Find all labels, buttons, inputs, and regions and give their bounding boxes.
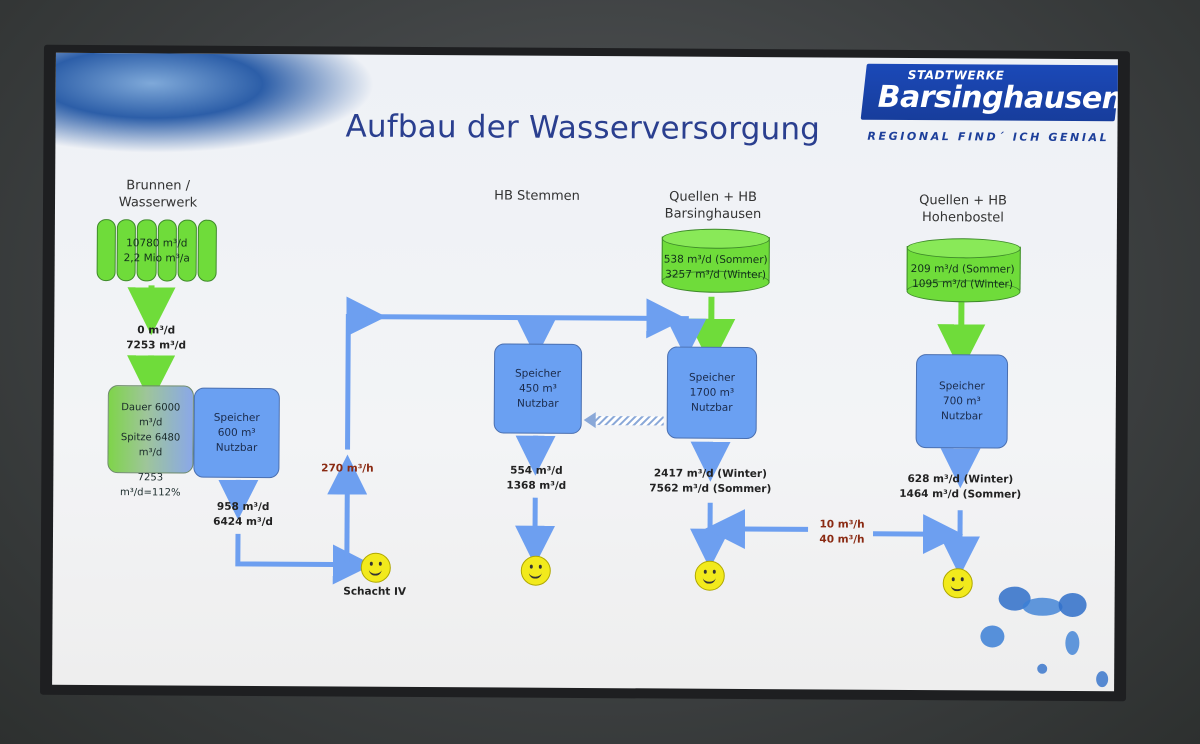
speicher-hohenbostel-line3: Nutzbar <box>940 409 983 422</box>
speicher-wasserwerk-outflow2: 6424 m³/d <box>213 515 274 529</box>
speicher-barsinghausen-line2: 1700 m³ <box>689 386 735 399</box>
barsinghausen-label-line2: Barsinghausen <box>664 206 762 223</box>
brunnen-outflow2: 7253 m³/d <box>126 339 187 352</box>
speicher-wasserwerk-line3: Nutzbar <box>215 441 258 454</box>
brunnen-outflow1: 0 m³/d <box>137 324 176 337</box>
barsinghausen-outflow2: 7562 m³/d (Sommer) <box>649 482 772 496</box>
tv-monitor: Aufbau der Wasserversorgung STADTWERKE B… <box>40 44 1130 702</box>
stemmen-outflow: 554 m³/d 1368 m³/d <box>493 463 579 494</box>
speicher-stemmen-line3: Nutzbar <box>516 397 559 410</box>
hohenbostel-outflow: 628 m³/d (Winter) 1464 m³/d (Sommer) <box>895 472 1025 503</box>
capacity-load: 7253 m³/d=112% <box>120 472 181 499</box>
stemmen-outflow1: 554 m³/d <box>510 464 563 477</box>
speicher-hohenbostel: Speicher 700 m³ Nutzbar <box>915 354 1009 449</box>
hohenbostel-source1: 209 m³/d (Sommer) <box>910 262 1015 276</box>
speicher-hohenbostel-line2: 700 m³ <box>942 394 981 407</box>
transfer-flow1: 10 m³/h <box>819 518 865 531</box>
hohenbostel-source2: 1095 m³/d (Winter) <box>912 277 1014 291</box>
brunnen-label: Brunnen / Wasserwerk <box>103 177 213 212</box>
schacht-label: Schacht IV <box>343 585 407 598</box>
speicher-stemmen-line1: Speicher <box>514 367 561 380</box>
barsinghausen-label-line1: Quellen + HB <box>669 189 758 206</box>
smiley-icon <box>520 555 551 586</box>
riser-flow: 270 m³/h <box>321 462 374 475</box>
brunnen-label-line1: Brunnen / <box>126 178 191 194</box>
smiley-icon <box>694 560 725 591</box>
speicher-wasserwerk-line2: 600 m³ <box>217 426 256 439</box>
speicher-hohenbostel-line1: Speicher <box>938 379 985 392</box>
presentation-slide: Aufbau der Wasserversorgung STADTWERKE B… <box>52 52 1118 692</box>
hohenbostel-label-line1: Quellen + HB <box>919 193 1007 209</box>
hohenbostel-outflow2: 1464 m³/d (Sommer) <box>899 487 1022 501</box>
barsinghausen-source2: 3257 m³/d (Winter) <box>665 268 767 282</box>
hohenbostel-source: 209 m³/d (Sommer) 1095 m³/d (Winter) <box>905 262 1021 293</box>
brunnen-label-line2: Wasserwerk <box>118 195 198 211</box>
capacity-box: Dauer 6000 m³/d Spitze 6480 m³/d 7253 m³… <box>107 385 194 499</box>
speicher-barsinghausen-line1: Speicher <box>688 371 735 384</box>
speicher-stemmen: Speicher 450 m³ Nutzbar <box>493 343 583 434</box>
hohenbostel-outflow1: 628 m³/d (Winter) <box>907 472 1014 486</box>
speicher-wasserwerk: Speicher 600 m³ Nutzbar <box>193 387 280 479</box>
speicher-wasserwerk-line1: Speicher <box>213 411 260 424</box>
brunnen-values: 10780 m³/d 2,2 Mio m³/a <box>97 236 217 267</box>
barsinghausen-source1: 538 m³/d (Sommer) <box>663 253 768 267</box>
hohenbostel-label-line2: Hohenbostel <box>921 210 1004 226</box>
stemmen-outflow2: 1368 m³/d <box>506 479 567 492</box>
speicher-barsinghausen: Speicher 1700 m³ Nutzbar <box>666 346 758 440</box>
brunnen-value1: 10780 m³/d <box>126 237 188 250</box>
smiley-icon <box>360 552 391 583</box>
speicher-wasserwerk-outflow1: 958 m³/d <box>216 500 270 514</box>
speicher-barsinghausen-line3: Nutzbar <box>690 401 733 414</box>
barsinghausen-label: Quellen + HB Barsinghausen <box>651 188 775 223</box>
barsinghausen-outflow: 2417 m³/d (Winter) 7562 m³/d (Sommer) <box>647 466 773 497</box>
barsinghausen-source: 538 m³/d (Sommer) 3257 m³/d (Winter) <box>659 252 773 283</box>
brunnen-outflow: 0 m³/d 7253 m³/d <box>106 323 206 354</box>
stemmen-label: HB Stemmen <box>494 188 580 204</box>
barsinghausen-outflow1: 2417 m³/d (Winter) <box>653 467 767 481</box>
transfer-flow2: 40 m³/h <box>819 533 865 546</box>
hohenbostel-label: Quellen + HB Hohenbostel <box>901 192 1025 227</box>
brunnen-value2: 2,2 Mio m³/a <box>123 252 190 265</box>
speicher-wasserwerk-outflow: 958 m³/d 6424 m³/d <box>203 500 283 530</box>
capacity-spitze: Spitze 6480 m³/d <box>120 432 181 459</box>
water-splash-drops <box>980 586 1109 688</box>
capacity-dauer: Dauer 6000 m³/d <box>121 402 181 429</box>
transfer-flow: 10 m³/h 40 m³/h <box>807 517 877 547</box>
flow-arrows <box>127 285 986 585</box>
speicher-stemmen-line2: 450 m³ <box>518 382 557 395</box>
